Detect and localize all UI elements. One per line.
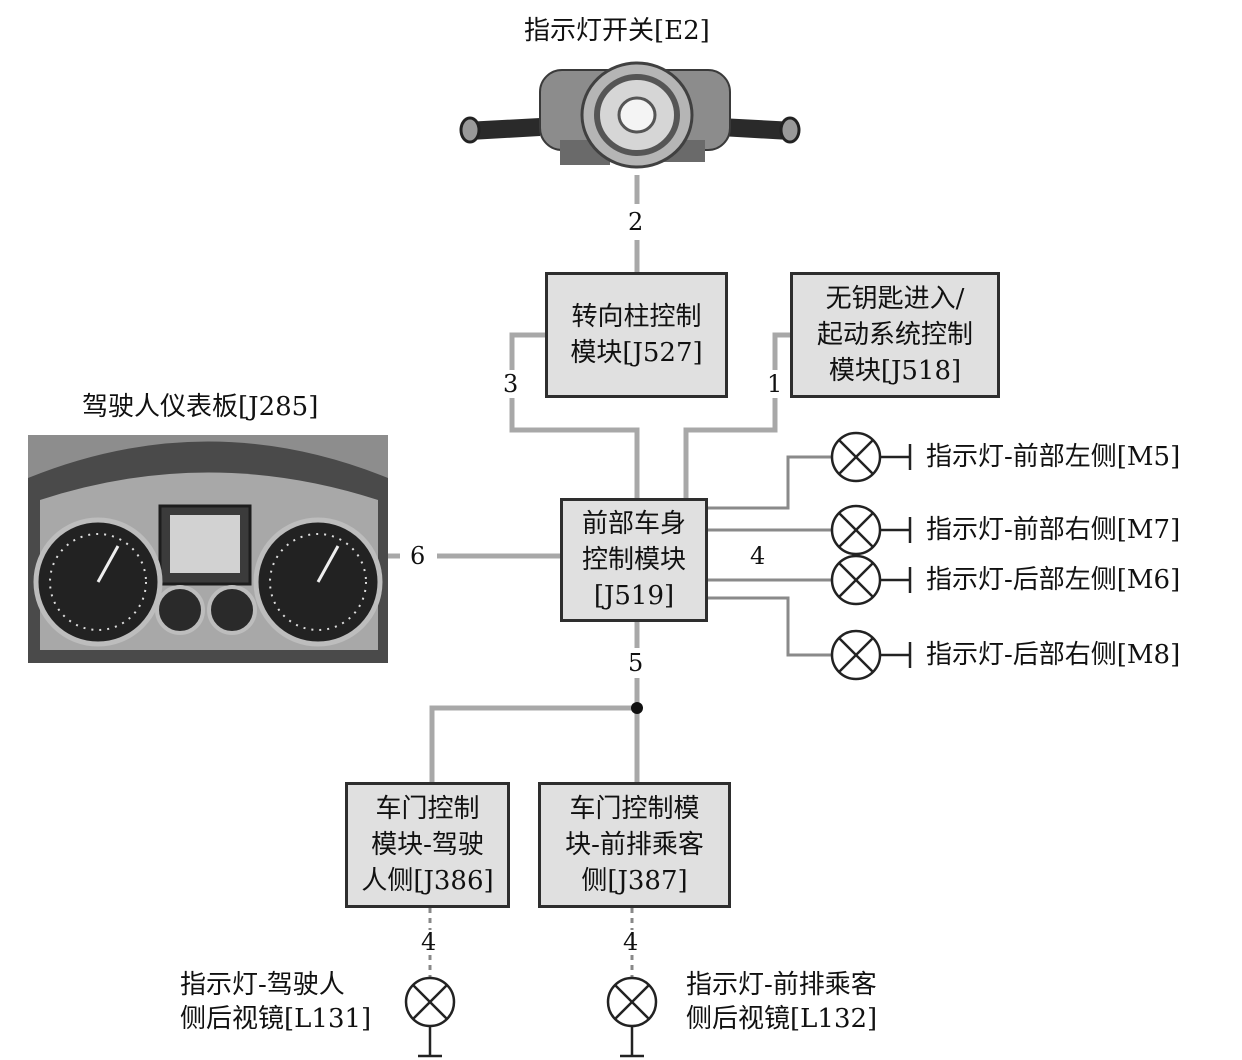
module-j527[interactable]: 转向柱控制 模块[J527] bbox=[545, 272, 728, 398]
lamp-l131-icon bbox=[404, 976, 456, 1058]
module-j386[interactable]: 车门控制 模块-驾驶 人侧[J386] bbox=[345, 782, 510, 908]
indicator-switch-image bbox=[459, 61, 801, 169]
lamp-wires bbox=[706, 455, 832, 657]
lamp-l132-icon bbox=[606, 976, 658, 1058]
module-j518-line2: 起动系统控制 bbox=[816, 320, 973, 350]
module-j519-line3: [J519] bbox=[593, 581, 675, 611]
module-j519[interactable]: 前部车身 控制模块 [J519] bbox=[560, 498, 708, 622]
module-j519-line2: 控制模块 bbox=[581, 545, 686, 575]
connection-3: 3 bbox=[503, 370, 519, 398]
connection-1: 1 bbox=[767, 370, 783, 398]
lamp-m8-label: 指示灯-后部右侧[M8] bbox=[926, 640, 1181, 670]
dashboard-image bbox=[28, 435, 388, 663]
module-j387-line2: 块-前排乘客 bbox=[565, 830, 704, 860]
lamp-l132-label: 指示灯-前排乘客 侧后视镜[L132] bbox=[686, 968, 877, 1036]
module-j518-line3: 模块[J518] bbox=[828, 356, 962, 386]
module-j387[interactable]: 车门控制模 块-前排乘客 侧[J387] bbox=[538, 782, 731, 908]
module-j386-line2: 模块-驾驶 bbox=[371, 830, 484, 860]
module-j518-line1: 无钥匙进入/ bbox=[825, 284, 965, 314]
connection-6: 6 bbox=[410, 542, 426, 570]
connection-4-j386: 4 bbox=[421, 928, 437, 956]
lamp-l131-line2: 侧后视镜[L131] bbox=[180, 1004, 372, 1034]
lamp-m6-icon bbox=[830, 554, 912, 606]
connection-5: 5 bbox=[628, 649, 644, 677]
connection-4-j387: 4 bbox=[623, 928, 639, 956]
module-j387-line1: 车门控制模 bbox=[569, 794, 700, 824]
lamp-m6-label: 指示灯-后部左侧[M6] bbox=[926, 565, 1181, 595]
module-j519-line1: 前部车身 bbox=[581, 509, 686, 539]
switch-title: 指示灯开关[E2] bbox=[524, 16, 710, 46]
bus-wires bbox=[388, 175, 790, 782]
module-j518[interactable]: 无钥匙进入/ 起动系统控制 模块[J518] bbox=[790, 272, 1000, 398]
lamp-m7-label: 指示灯-前部右侧[M7] bbox=[926, 515, 1181, 545]
door-wires bbox=[428, 908, 634, 978]
lamp-l131-label: 指示灯-驾驶人 侧后视镜[L131] bbox=[180, 968, 371, 1036]
module-j527-line1: 转向柱控制 bbox=[571, 302, 702, 332]
lamp-l131-line1: 指示灯-驾驶人 bbox=[180, 970, 345, 1000]
connection-4: 4 bbox=[750, 542, 766, 570]
junction-dot bbox=[631, 702, 643, 714]
lamp-m8-icon bbox=[830, 629, 912, 681]
lamp-m5-icon bbox=[830, 431, 912, 483]
lamp-m7-icon bbox=[830, 504, 912, 556]
module-j527-line2: 模块[J527] bbox=[570, 338, 703, 368]
module-j387-line3: 侧[J387] bbox=[581, 866, 688, 896]
lamp-l132-line1: 指示灯-前排乘客 bbox=[686, 970, 877, 1000]
connection-2: 2 bbox=[628, 208, 644, 236]
lamp-m5-label: 指示灯-前部左侧[M5] bbox=[926, 442, 1181, 472]
module-j386-line3: 人侧[J386] bbox=[361, 866, 494, 896]
lamp-l132-line2: 侧后视镜[L132] bbox=[686, 1004, 878, 1034]
dashboard-title: 驾驶人仪表板[J285] bbox=[82, 392, 319, 422]
module-j386-line1: 车门控制 bbox=[375, 794, 480, 824]
